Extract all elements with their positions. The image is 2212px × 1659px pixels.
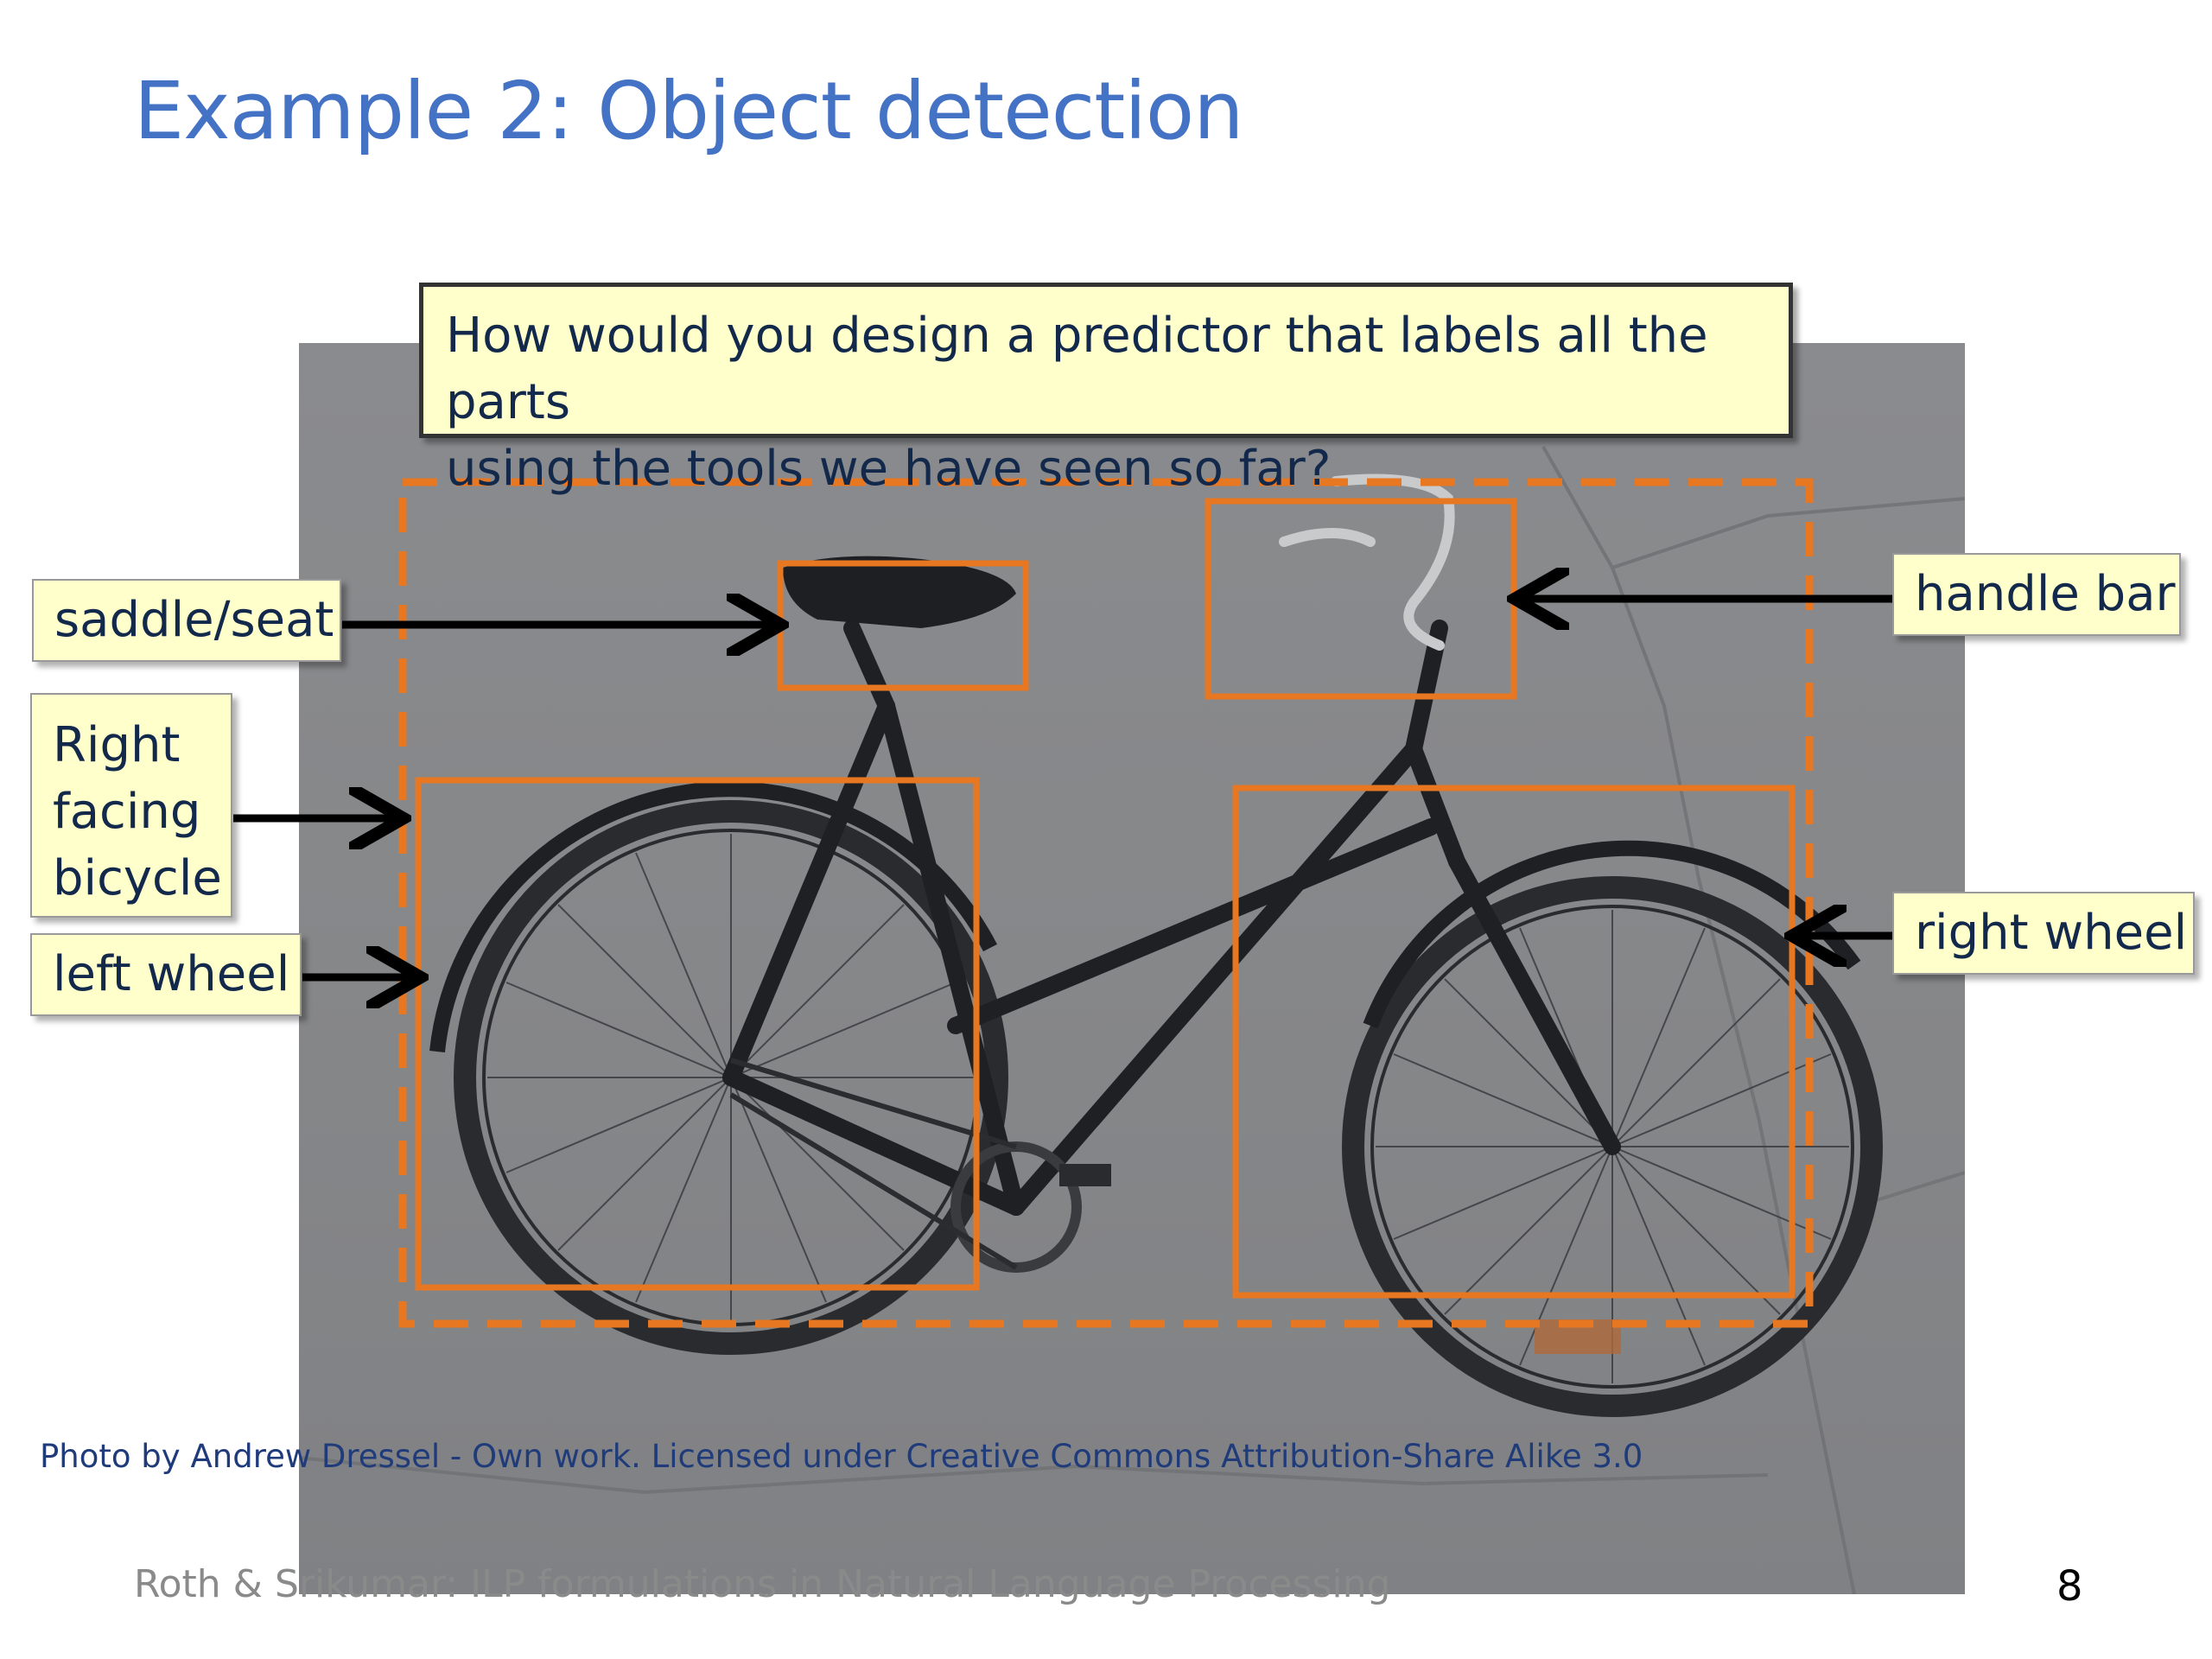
handle-bar-label-text: handle bar bbox=[1915, 566, 2176, 622]
question-callout: How would you design a predictor that la… bbox=[419, 283, 1793, 497]
handle-bar-label: handle bar bbox=[1892, 553, 2181, 636]
right-facing-line-3: bicycle bbox=[53, 850, 222, 906]
photo-credit: Photo by Andrew Dressel - Own work. Lice… bbox=[40, 1438, 1643, 1475]
bicycle-photo bbox=[299, 343, 1965, 1594]
right-wheel-label: right wheel bbox=[1892, 892, 2195, 975]
question-line-2: using the tools we have seen so far? bbox=[446, 441, 1332, 497]
left-wheel-label: left wheel bbox=[30, 933, 302, 1016]
left-wheel-label-text: left wheel bbox=[53, 946, 290, 1002]
question-line-1: How would you design a predictor that la… bbox=[446, 308, 1708, 430]
saddle-label-text: saddle/seat bbox=[54, 592, 334, 648]
bicycle-bounding-box bbox=[398, 478, 1814, 1328]
saddle-bounding-box bbox=[777, 560, 1029, 691]
right-wheel-bounding-box bbox=[1232, 785, 1796, 1299]
handle-bar-bounding-box bbox=[1205, 498, 1517, 700]
slide-title: Example 2: Object detection bbox=[134, 65, 1244, 157]
slide-footer: Roth & Srikumar: ILP formulations in Nat… bbox=[134, 1562, 1391, 1606]
right-facing-line-2: facing bbox=[53, 784, 201, 840]
right-facing-line-1: Right bbox=[53, 717, 181, 773]
saddle-label: saddle/seat bbox=[32, 579, 341, 662]
right-facing-bicycle-label: Right facing bicycle bbox=[30, 693, 232, 918]
left-wheel-bounding-box bbox=[415, 777, 980, 1291]
page-number: 8 bbox=[2056, 1562, 2083, 1611]
right-wheel-label-text: right wheel bbox=[1915, 905, 2188, 961]
